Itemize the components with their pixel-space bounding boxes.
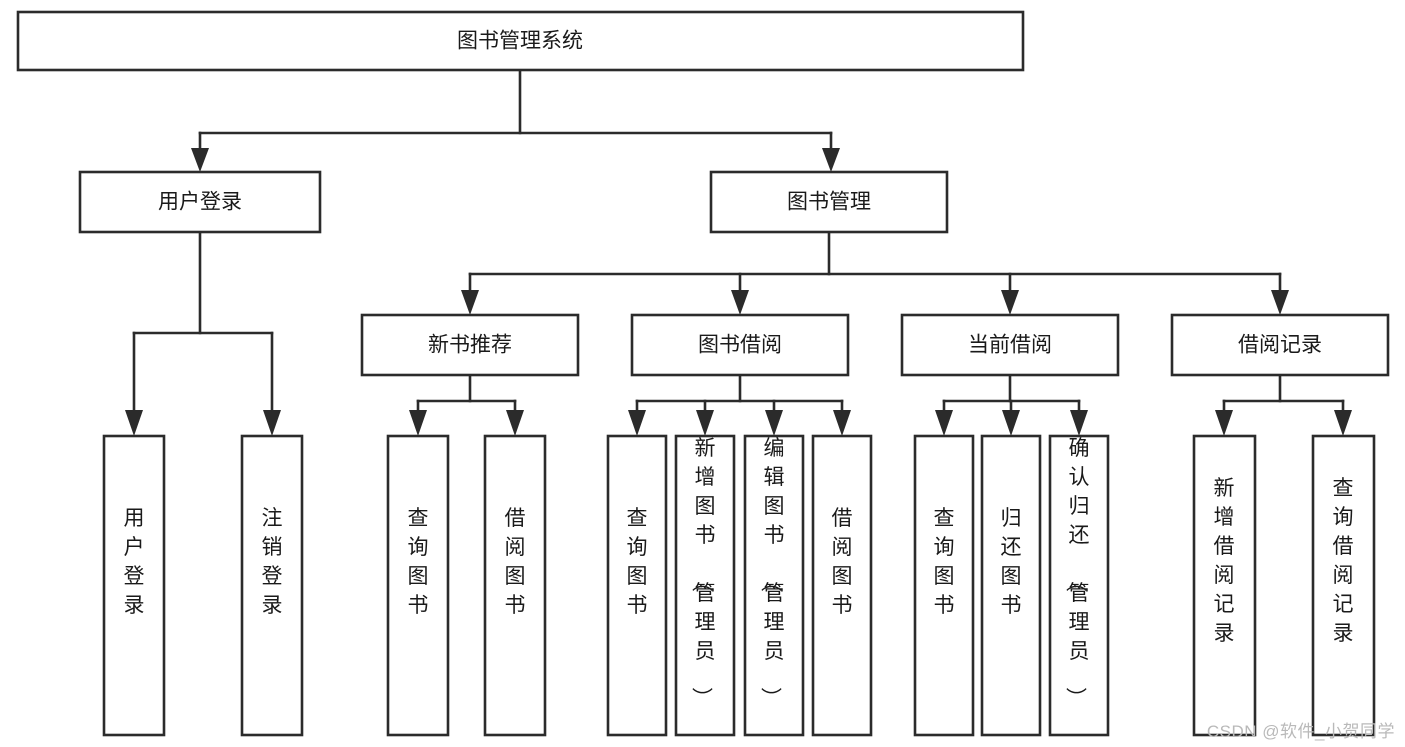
leaf-node-record-add-box[interactable] <box>1192 434 1257 737</box>
arrow-to-new-book-recommend <box>461 290 479 315</box>
csdn-watermark: CSDN @软件_小贺同学 <box>1206 722 1395 741</box>
leaf-node-current-confirm-return[interactable]: 确认归还（管理员） <box>1048 434 1110 737</box>
node-book-manage-box[interactable] <box>709 170 949 234</box>
arrow-bookborrow-leaf-2 <box>696 410 714 436</box>
leaf-node-rec-query-book-label: 查询图书 <box>408 507 429 617</box>
arrow-to-current-borrow <box>1001 290 1019 315</box>
node-borrow-record-label: 借阅记录 <box>1238 334 1322 357</box>
leaf-node-current-query-book-label: 查询图书 <box>934 507 955 617</box>
node-current-borrow[interactable]: 当前借阅 <box>900 313 1120 377</box>
node-borrow-record-box[interactable] <box>1170 313 1390 377</box>
arrow-currentborrow-leaf-3 <box>1070 410 1088 436</box>
leaf-nodes-layer: 用户登录 注销登录 查询图书 借阅图书 查询图书 新增图书（管理员） <box>102 434 1376 737</box>
node-root[interactable]: 图书管理系统 <box>16 10 1025 72</box>
leaf-node-borrow-borrow-book-box[interactable] <box>811 434 873 737</box>
leaf-node-current-query-book[interactable]: 查询图书 <box>913 434 975 737</box>
arrow-root-to-book-manage <box>822 148 840 172</box>
leaf-node-borrow-add-book-label: 新增图书（管理员） <box>690 437 716 708</box>
leaf-node-borrow-edit-book-box[interactable] <box>743 434 805 737</box>
arrow-currentborrow-leaf-1 <box>935 410 953 436</box>
arrow-user-login-leaf-2 <box>263 410 281 436</box>
node-new-book-recommend[interactable]: 新书推荐 <box>360 313 580 377</box>
leaf-node-user-login-label: 用户登录 <box>124 507 145 617</box>
leaf-node-user-login-box[interactable] <box>102 434 166 737</box>
node-user-login-box[interactable] <box>78 170 322 234</box>
arrow-bookborrow-leaf-3 <box>765 410 783 436</box>
arrow-currentborrow-leaf-2 <box>1002 410 1020 436</box>
leaf-node-borrow-query-book[interactable]: 查询图书 <box>606 434 668 737</box>
leaf-node-borrow-query-book-box[interactable] <box>606 434 668 737</box>
leaf-node-current-return-book[interactable]: 归还图书 <box>980 434 1042 737</box>
leaf-node-current-return-book-label: 归还图书 <box>1001 507 1022 617</box>
arrow-user-login-leaf-1 <box>125 410 143 436</box>
arrow-bookborrow-leaf-4 <box>833 410 851 436</box>
node-book-manage[interactable]: 图书管理 <box>709 170 949 234</box>
leaf-node-user-logout-label: 注销登录 <box>262 507 283 617</box>
arrow-root-to-user-login <box>191 148 209 172</box>
node-current-borrow-box[interactable] <box>900 313 1120 377</box>
connectors-layer <box>125 68 1352 436</box>
leaf-node-borrow-borrow-book-label: 借阅图书 <box>832 507 853 617</box>
node-book-manage-label: 图书管理 <box>787 191 871 214</box>
leaf-node-rec-borrow-book-box[interactable] <box>483 434 547 737</box>
arrow-recommend-leaf-2 <box>506 410 524 436</box>
leaf-node-current-query-book-box[interactable] <box>913 434 975 737</box>
leaf-node-current-confirm-return-box[interactable] <box>1048 434 1110 737</box>
arrow-bookborrow-leaf-1 <box>628 410 646 436</box>
leaf-node-borrow-edit-book[interactable]: 编辑图书（管理员） <box>743 434 805 737</box>
arrow-borrowrecord-leaf-2 <box>1334 410 1352 436</box>
node-root-label: 图书管理系统 <box>457 30 583 53</box>
leaf-node-record-query-box[interactable] <box>1311 434 1376 737</box>
leaf-node-rec-query-book[interactable]: 查询图书 <box>386 434 450 737</box>
node-new-book-recommend-label: 新书推荐 <box>428 334 512 357</box>
leaf-node-borrow-add-book[interactable]: 新增图书（管理员） <box>674 434 736 737</box>
leaf-node-record-query-label: 查询借阅记录 <box>1333 477 1354 645</box>
node-root-box[interactable] <box>16 10 1025 72</box>
node-new-book-recommend-box[interactable] <box>360 313 580 377</box>
leaf-node-user-login[interactable]: 用户登录 <box>102 434 166 737</box>
arrow-recommend-leaf-1 <box>409 410 427 436</box>
leaf-node-rec-borrow-book-label: 借阅图书 <box>505 507 526 617</box>
leaf-node-borrow-add-book-box[interactable] <box>674 434 736 737</box>
node-current-borrow-label: 当前借阅 <box>968 334 1052 357</box>
leaf-node-record-query[interactable]: 查询借阅记录 <box>1311 434 1376 737</box>
leaf-node-current-return-book-box[interactable] <box>980 434 1042 737</box>
node-book-borrow-box[interactable] <box>630 313 850 377</box>
leaf-node-user-logout[interactable]: 注销登录 <box>240 434 304 737</box>
node-borrow-record[interactable]: 借阅记录 <box>1170 313 1390 377</box>
leaf-node-rec-borrow-book[interactable]: 借阅图书 <box>483 434 547 737</box>
arrow-to-book-borrow <box>731 290 749 315</box>
leaf-node-borrow-borrow-book[interactable]: 借阅图书 <box>811 434 873 737</box>
leaf-node-user-logout-box[interactable] <box>240 434 304 737</box>
node-user-login-label: 用户登录 <box>158 191 242 214</box>
arrow-to-borrow-record <box>1271 290 1289 315</box>
leaf-node-rec-query-book-box[interactable] <box>386 434 450 737</box>
node-book-borrow[interactable]: 图书借阅 <box>630 313 850 377</box>
leaf-node-current-confirm-return-label: 确认归还（管理员） <box>1064 437 1090 708</box>
node-book-borrow-label: 图书借阅 <box>698 334 782 357</box>
node-user-login[interactable]: 用户登录 <box>78 170 322 234</box>
arrow-borrowrecord-leaf-1 <box>1215 410 1233 436</box>
leaf-node-record-add-label: 新增借阅记录 <box>1214 477 1235 645</box>
leaf-node-borrow-edit-book-label: 编辑图书（管理员） <box>759 437 785 708</box>
leaf-node-record-add[interactable]: 新增借阅记录 <box>1192 434 1257 737</box>
leaf-node-borrow-query-book-label: 查询图书 <box>627 507 648 617</box>
